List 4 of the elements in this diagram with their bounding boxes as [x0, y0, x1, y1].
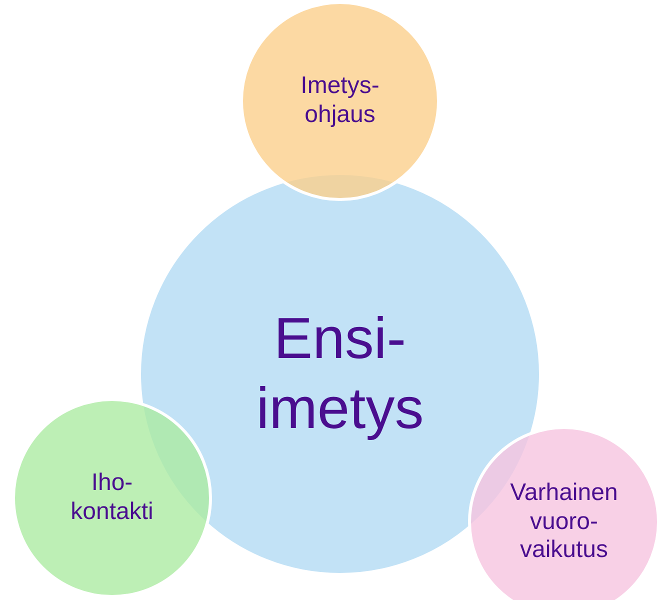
node-label: Imetys- ohjaus — [300, 72, 380, 130]
node-label: Varhainen vuoro- vaikutus — [509, 478, 619, 566]
node-label: Iho- kontakti — [70, 469, 154, 527]
node-label: Ensi- imetys — [255, 305, 425, 443]
